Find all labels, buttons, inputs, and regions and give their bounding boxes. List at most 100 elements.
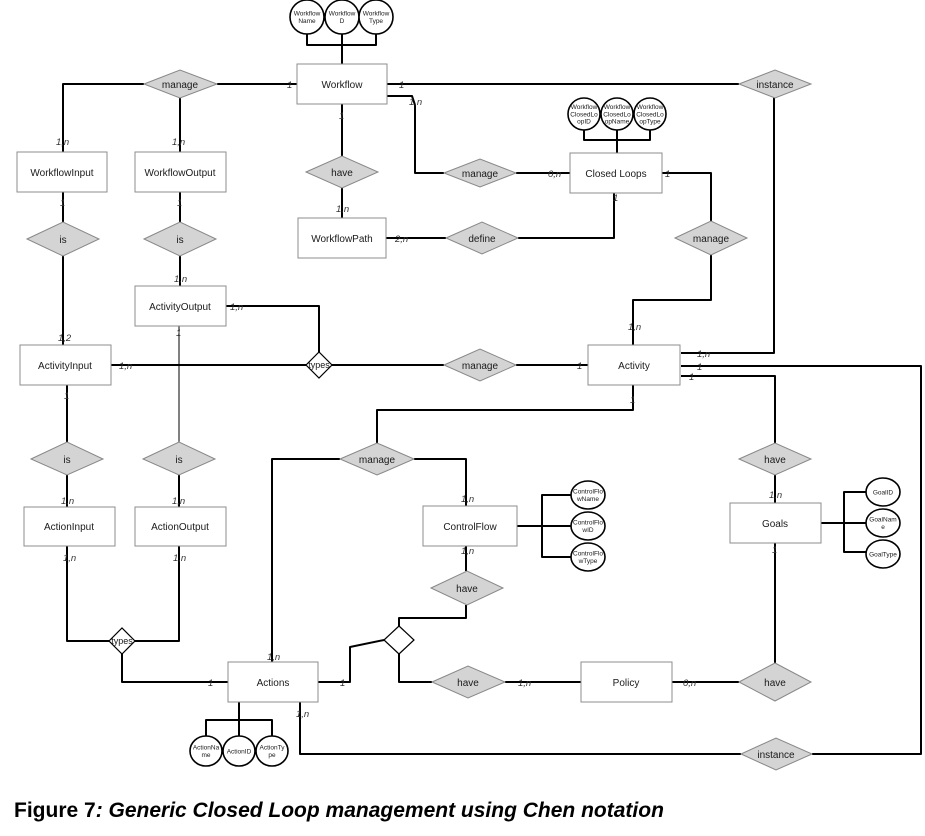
rel-have-policy[interactable]: have: [430, 665, 507, 699]
rel-have-goals-policy[interactable]: have: [737, 662, 813, 702]
attribute-label-line: wType: [578, 558, 598, 565]
line-split-have: [398, 654, 432, 683]
card-wo-bottom: 1: [177, 198, 182, 209]
card-act-left: 1: [577, 361, 582, 372]
entity-goals[interactable]: Goals: [729, 502, 822, 544]
rel-label: manage: [359, 455, 396, 466]
attribute-label-line: Workflow: [637, 104, 664, 111]
card-policy-right: 0,n: [683, 678, 696, 689]
card-cf-bottom: 1,n: [461, 546, 474, 557]
entity-workflow-input[interactable]: WorkflowInput: [16, 151, 108, 193]
attribute-goals-3[interactable]: GoalType: [865, 539, 901, 569]
line-wf-manage-closed: [387, 95, 444, 174]
attribute-actions-2[interactable]: ActionID: [222, 735, 256, 767]
card-act-instance: 1,n: [697, 349, 710, 360]
attribute-label-line: ControlFlo: [573, 551, 603, 558]
entity-policy[interactable]: Policy: [580, 661, 673, 703]
entity-actions[interactable]: Actions: [227, 661, 319, 703]
entity-workflow-output[interactable]: WorkflowOutput: [134, 151, 227, 193]
entity-closed-loops[interactable]: Closed Loops: [569, 152, 663, 194]
card-goals-bottom: 1: [772, 545, 777, 556]
rel-is-ai[interactable]: is: [29, 441, 105, 476]
card-path-top: 1,n: [336, 204, 349, 215]
attribute-label-line: opName: [605, 119, 630, 126]
rel-have-cf[interactable]: have: [429, 570, 505, 606]
entity-activity-output[interactable]: ActivityOutput: [134, 285, 227, 327]
attribute-goals-1[interactable]: GoalID: [865, 477, 901, 507]
line-attr-goals: [821, 491, 868, 553]
rel-manage-cl-activity[interactable]: manage: [673, 220, 749, 256]
rel-have-path[interactable]: have: [304, 155, 380, 189]
entity-label: Goals: [762, 519, 788, 530]
rel-label: have: [764, 455, 786, 466]
rel-instance-top[interactable]: instance: [737, 69, 813, 99]
rel-label: is: [176, 235, 183, 246]
attribute-label-line: wID: [581, 527, 594, 534]
attribute-label-line: pe: [268, 752, 276, 759]
entity-label: WorkflowInput: [30, 168, 93, 179]
types-diamond-activity[interactable]: types: [305, 351, 333, 379]
split-diamond: [383, 625, 415, 655]
entity-control-flow[interactable]: ControlFlow: [422, 505, 518, 547]
rel-have-goals[interactable]: have: [737, 442, 813, 476]
entity-activity-input[interactable]: ActivityInput: [19, 344, 112, 386]
entity-workflow[interactable]: Workflow: [296, 63, 388, 105]
rel-is-wi[interactable]: is: [25, 221, 101, 257]
attribute-label-line: Workflow: [294, 11, 321, 18]
types-diamond-actions[interactable]: types: [108, 627, 136, 655]
entity-action-output[interactable]: ActionOutput: [134, 506, 227, 547]
entity-action-input[interactable]: ActionInput: [23, 506, 116, 547]
cardinalities: 1 1 1,n 1 1,n 1,n 1,n 2,n 0,n 1 1 1 1 1,…: [56, 80, 782, 720]
attribute-label-line: opType: [639, 119, 661, 126]
rel-define[interactable]: define: [444, 221, 520, 255]
attribute-label-line: ControlFlo: [573, 520, 603, 527]
attribute-label: ActionID: [227, 748, 252, 755]
rel-manage-top[interactable]: manage: [142, 69, 219, 99]
attribute-label-line: Workflow: [329, 11, 356, 18]
rel-label: have: [331, 168, 353, 179]
card-act-top: 1,n: [628, 322, 641, 333]
entity-activity[interactable]: Activity: [587, 344, 681, 386]
attribute-label-line: Workflow: [571, 104, 598, 111]
card-wi-top: 1,n: [56, 137, 69, 148]
line-manage-activity-cl: [632, 255, 712, 345]
caption-label: Figure 7: [14, 799, 96, 822]
rel-manage-closed[interactable]: manage: [442, 158, 518, 188]
attribute-label-line: ActionNa: [193, 745, 220, 752]
card-closed-define: 1: [613, 193, 618, 204]
entity-label: Activity: [618, 361, 650, 372]
card-ao-top: 1,n: [174, 274, 187, 285]
card-wf-instance: 1: [399, 80, 404, 91]
card-wf-closed: 1,n: [409, 97, 422, 108]
entity-label: Actions: [257, 678, 290, 689]
attribute-label-line: ActionTy: [260, 745, 286, 752]
rel-is-ao[interactable]: is: [141, 441, 217, 476]
attribute-label-line: opID: [577, 119, 591, 126]
card-actin-top: 1,n: [61, 496, 74, 507]
rel-manage-actions[interactable]: manage: [338, 442, 416, 476]
attribute-label-line: Type: [369, 18, 383, 25]
rel-is-wo[interactable]: is: [142, 221, 218, 257]
rel-instance-bottom[interactable]: instance: [739, 737, 814, 771]
rel-label: manage: [693, 234, 730, 245]
rel-manage-activity[interactable]: manage: [442, 348, 518, 382]
types-label: types: [111, 636, 133, 646]
entity-workflow-path[interactable]: WorkflowPath: [297, 217, 387, 259]
card-path-define: 2,n: [394, 234, 408, 245]
attribute-label-line: me: [201, 752, 210, 759]
